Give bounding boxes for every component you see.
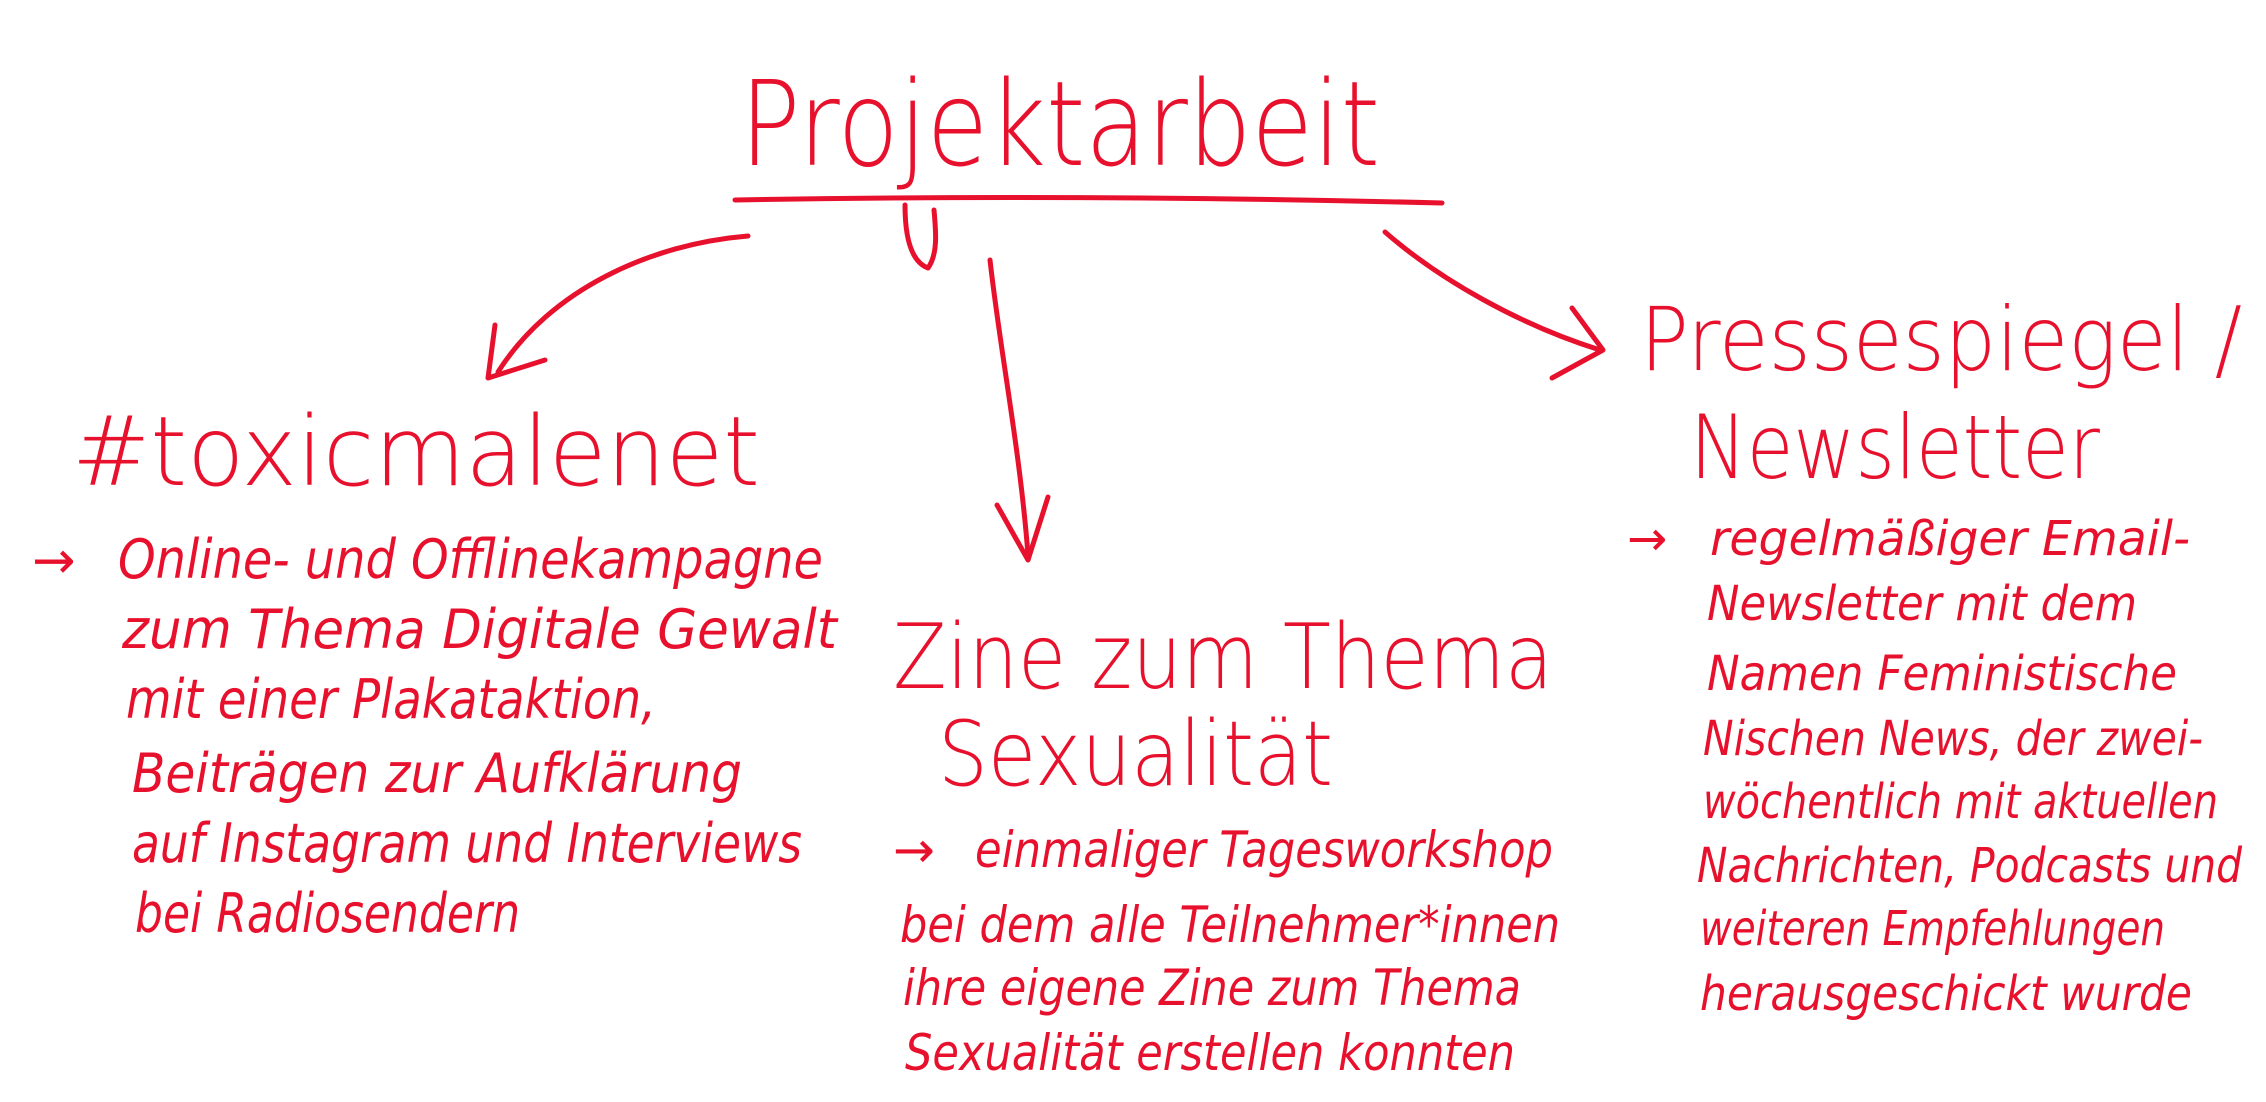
title: Projektarbeit [740,55,1380,193]
arrow-to-toxicmalenet [495,233,751,375]
branch-description-line: einmaliger Tagesworkshop [975,821,1553,879]
bullet-arrow: → [32,531,76,591]
bullet-arrow: → [1627,511,1667,567]
branch-description-line: regelmäßiger Email- [1710,511,2190,567]
branch-description-line: Namen Feministische [1707,646,2177,702]
branch-description-line: bei Radiosendern [135,882,520,945]
branch-heading: Newsletter [1690,396,2101,499]
branch-pressespiegel: Pressespiegel / Newsletter → regelmäßige… [1627,288,2242,1022]
branch-description-line: zum Thema Digitale Gewalt [121,598,839,661]
branch-description-line: Online- und Offlinekampagne [118,528,823,591]
branch-description-line: Newsletter mit dem [1707,576,2137,632]
branch-description-line: weiteren Empfehlungen [1700,901,2165,957]
title-underline-hook [902,202,939,271]
branch-description-line: auf Instagram und Interviews [132,812,802,875]
branch-description-line: ihre eigene Zine zum Thema [903,959,1521,1017]
branch-description-line: Sexualität erstellen konnten [905,1024,1515,1082]
bullet-arrow: → [893,821,935,879]
branch-description-line: Nachrichten, Podcasts und [1697,838,2242,894]
branch-heading: Sexualität [938,702,1333,807]
branch-description-line: mit einer Plakataktion, [126,668,656,731]
branch-zine: Zine zum Thema Sexualität → einmaliger T… [893,605,1560,1082]
branch-description-line: Nischen News, der zwei- [1703,711,2203,767]
branch-description-line: bei dem alle Teilnehmer*innen [900,896,1560,954]
branch-heading: Pressespiegel / [1640,288,2242,391]
branch-description-line: wöchentlich mit aktuellen [1703,774,2218,830]
title-underline [732,195,1445,206]
arrow-head-left [485,322,548,381]
branch-description-line: Beiträgen zur Aufklärung [132,742,742,805]
arrow-head-right [1549,305,1606,381]
branch-toxicmalenet: #toxicmalenet → Online- und Offlinekampa… [32,396,839,945]
branch-description-line: herausgeschickt wurde [1700,966,2192,1022]
arrow-head-middle [994,494,1051,563]
branch-heading: Zine zum Thema [893,605,1553,710]
branch-heading: #toxicmalenet [72,396,760,508]
arrow-to-pressespiegel [1382,229,1603,353]
arrow-to-zine [987,257,1031,558]
